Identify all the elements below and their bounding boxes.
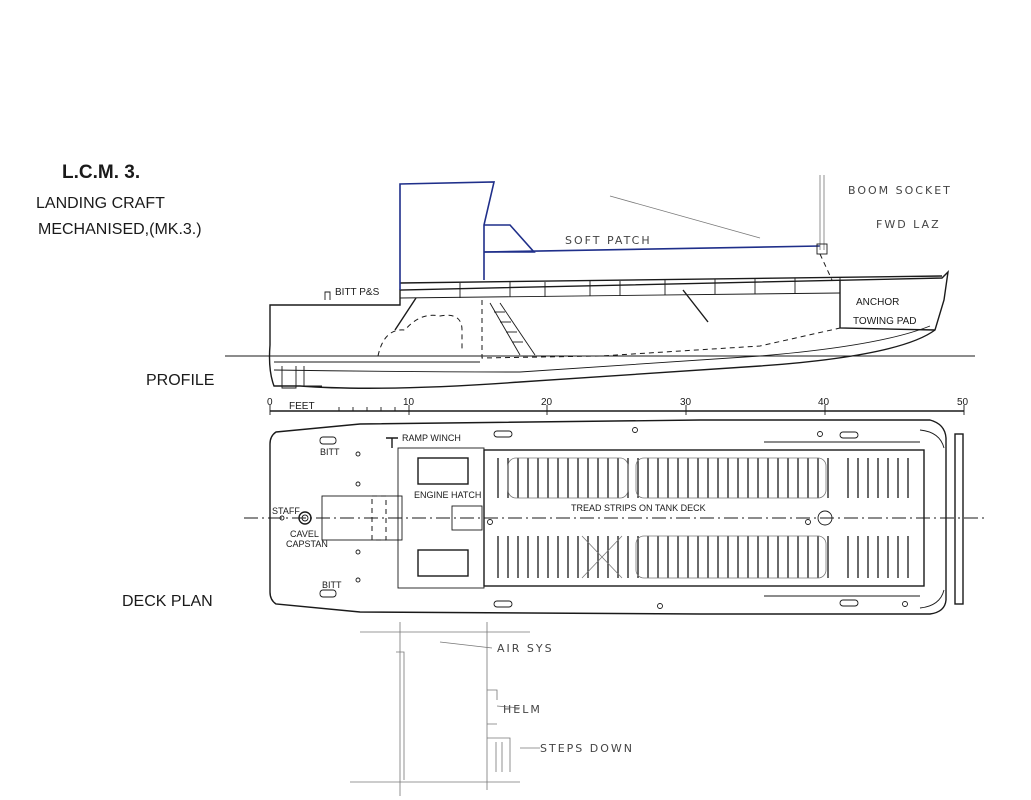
scale-bar [269,405,965,415]
scale-unit-label: FEET [289,401,315,412]
bitt-ps-label: BITT P&S [335,287,380,298]
vent-shaft-aft [394,297,417,331]
scale-tick-50: 50 [957,397,969,408]
ramp-winch [386,437,398,448]
air-sys-note: AIR SYS [497,642,554,655]
ladder [489,302,536,356]
bitt-stbd [319,589,337,598]
tank-deck-line [481,300,841,359]
engine-outline [377,314,463,357]
tread-strips-label: TREAD STRIPS ON TANK DECK [571,503,706,513]
boom-socket-dash [819,253,833,281]
profile-view [225,175,975,389]
soft-patch-leader [609,195,761,239]
steps-down-note: STEPS DOWN [540,742,634,755]
drawing-subtitle-2: MECHANISED,(MK.3.) [38,221,202,238]
tread-strips [497,458,909,578]
engine-box [451,505,483,531]
vent-shaft-fwd [682,289,709,323]
wheelhouse-added [399,181,496,290]
fwd-laz-note: FWD LAZ [876,218,941,231]
helm-note: HELM [503,703,542,716]
bitt-top-label: BITT [320,447,340,457]
propeller-guard [303,366,322,387]
scale-tick-0: 0 [267,397,273,408]
engine-hatch-port [417,457,469,485]
profile-view-label: PROFILE [146,372,214,389]
engine-hatch-stbd [417,549,469,577]
scale-tick-30: 30 [680,397,692,408]
cavel-capstan [298,511,312,525]
capstan-housing [321,495,403,541]
rail-stanchions [459,278,841,298]
scale-tick-40: 40 [818,397,830,408]
ramp-winch-label: RAMP WINCH [402,433,461,443]
bitt-bottom-label: BITT [322,580,342,590]
drawing-subtitle-1: LANDING CRAFT [36,195,165,212]
deck-fittings [355,427,908,609]
deck-plan-view-label: DECK PLAN [122,593,213,610]
bitt-port [319,436,337,445]
boom-socket [816,243,828,255]
rudder [281,366,297,389]
scale-tick-10: 10 [403,397,415,408]
scale-tick-20: 20 [541,397,553,408]
towing-pad-label: TOWING PAD [853,316,917,327]
engine-hatch-label: ENGINE HATCH [414,490,481,500]
cavel-label: CAVEL [290,529,319,539]
canopy-line-added [483,245,821,253]
gunwale-rail [399,275,943,284]
deck-mark [817,510,833,526]
boom-socket-note: BOOM SOCKET [848,184,952,197]
hull-outline [268,270,949,389]
cleat-port [493,430,513,438]
drawing-title: L.C.M. 3. [62,162,140,183]
deck-plan-view [244,419,985,615]
vehicle-outline-3 [635,535,827,579]
bitt-post [324,291,331,300]
soft-patch-note: SOFT PATCH [565,234,652,247]
vehicle-outline-2 [635,457,827,499]
capstan-label: CAPSTAN [286,539,328,549]
staff-label: STAFF [272,506,300,516]
deck-outline [269,419,947,615]
deck-bow-ramp [954,433,964,605]
engine-room [397,447,485,589]
hull-chine-line [273,325,931,373]
vehicle-outline-1 [507,457,629,499]
anchor-label: ANCHOR [856,297,899,308]
staff-socket [279,515,285,521]
cowl-added [484,224,536,253]
cleat-stbd [493,600,513,608]
pencil-sketch [350,622,540,796]
